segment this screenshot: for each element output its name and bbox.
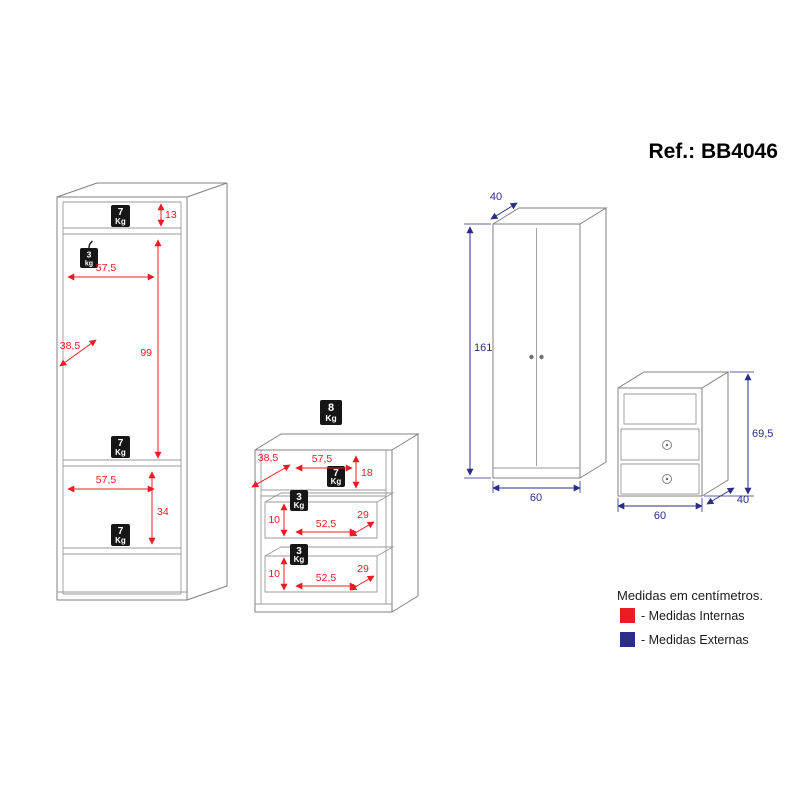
dim-label-bottom-height: 34: [157, 506, 169, 518]
drawer1-knob-dot-icon: [665, 443, 669, 447]
wardrobe-ext-outline: [492, 207, 608, 479]
badge-unit: Kg: [325, 413, 336, 423]
chest-interior-lines: [255, 450, 392, 605]
dim-line-drawer2-depth: [349, 575, 375, 591]
badge-box: [80, 248, 98, 268]
wardrobe-shelves-lines: [57, 201, 187, 595]
badge-value: 3: [87, 250, 92, 260]
weight-badge-mid-shelf: 7 Kg: [111, 436, 130, 458]
badge-box: [320, 400, 342, 425]
dim-label-drawer1-width: 52,5: [316, 518, 337, 530]
external-color-swatch: [620, 632, 635, 647]
wardrobe-ext-extension-lines: [464, 223, 581, 493]
legend-units-note: Medidas em centímetros.: [617, 588, 763, 603]
reference-title: Ref.: BB4046: [648, 140, 778, 163]
badge-value: 3: [296, 546, 302, 557]
badge-unit: Kg: [294, 555, 305, 564]
drawer2-knob-dot-icon: [665, 477, 669, 481]
dim-label-wardrobe-depth: 40: [490, 191, 502, 203]
weight-badge-bottom-shelf: 7 Kg: [111, 524, 130, 546]
dim-label-depth: 38,5: [60, 340, 81, 352]
badge-unit: Kg: [331, 477, 342, 486]
dim-label-nightstand-depth: 40: [737, 494, 749, 506]
chest-body-outline: [254, 433, 420, 613]
door-handle-left-icon: [529, 354, 534, 360]
badge-value: 8: [328, 402, 334, 414]
dim-line-drawer1-depth: [349, 521, 375, 537]
chest-drawer2-box: [264, 546, 395, 593]
badge-box: [290, 490, 308, 511]
dim-label-drawer2-height: 10: [268, 568, 280, 580]
legend-internal-label: - Medidas Internas: [641, 609, 745, 623]
dim-label-drawer1-height: 10: [268, 514, 280, 526]
weight-badge-drawer1: 3 Kg: [290, 490, 308, 511]
dim-label-wardrobe-width: 60: [530, 492, 542, 504]
nightstand-extension-lines: [617, 371, 754, 512]
badge-box: [290, 544, 308, 565]
wardrobe-body-outline: [56, 182, 228, 601]
nightstand-outline: [617, 371, 730, 497]
dim-label-chest-depth: 38,5: [258, 452, 279, 464]
dim-label-top-shelf: 13: [165, 209, 177, 221]
nightstand-details: [620, 393, 700, 495]
wardrobe-external-diagram: 40 161 60: [464, 191, 608, 504]
dim-label-width-upper: 57,5: [96, 262, 117, 274]
badge-box: [111, 436, 130, 458]
dim-label-width-lower: 57,5: [96, 474, 117, 486]
dim-label-nightstand-width: 60: [654, 510, 666, 522]
chest-internal-diagram: 8 Kg 7 Kg 3 Kg 3 Kg 38,5 57,5 18 10 52,5: [251, 400, 420, 613]
badge-value: 7: [333, 468, 339, 479]
badge-value: 7: [118, 207, 124, 218]
weight-badge-chest-top: 8 Kg: [320, 400, 342, 425]
badge-value: 7: [118, 438, 124, 449]
badge-unit: kg: [85, 261, 93, 268]
nightstand-external-diagram: 69,5 60 40: [617, 371, 773, 522]
hanger-hook-icon: [88, 240, 93, 249]
dim-label-chest-width: 57,5: [312, 453, 333, 465]
dim-label-drawer2-depth: 29: [357, 563, 369, 575]
badge-unit: Kg: [294, 501, 305, 510]
dim-line-nightstand-depth: [706, 487, 735, 505]
badge-unit: Kg: [115, 217, 126, 226]
dim-label-hanging-height: 99: [140, 347, 152, 359]
legend-external-label: - Medidas Externas: [641, 633, 749, 647]
dim-line-chest-depth: [251, 464, 291, 488]
weight-badge-top-shelf: 7 Kg: [111, 205, 130, 227]
door-handle-right-icon: [539, 354, 544, 360]
dim-label-drawer1-depth: 29: [357, 509, 369, 521]
badge-unit: Kg: [115, 448, 126, 457]
badge-box: [111, 205, 130, 227]
badge-value: 3: [296, 492, 302, 503]
internal-color-swatch: [620, 608, 635, 623]
weight-badge-chest-niche: 7 Kg: [327, 466, 345, 487]
dim-label-niche-height: 18: [361, 467, 373, 479]
dim-label-wardrobe-height: 161: [474, 342, 492, 354]
badge-box: [111, 524, 130, 546]
dim-line-wardrobe-depth: [490, 202, 518, 220]
dim-line-depth: [59, 339, 97, 367]
wardrobe-ext-doors: [493, 228, 580, 469]
chest-drawer1-box: [264, 492, 395, 539]
dim-label-nightstand-height: 69,5: [752, 428, 773, 440]
badge-value: 7: [118, 526, 124, 537]
hanger-weight-badge: 3 kg: [80, 240, 98, 268]
dim-label-drawer2-width: 52,5: [316, 572, 337, 584]
legend: Medidas em centímetros. - Medidas Intern…: [617, 588, 763, 647]
wardrobe-internal-diagram: 7 Kg 3 kg 7 Kg 7 Kg 13 57,5 38,5 99 57,5: [56, 182, 228, 601]
weight-badge-drawer2: 3 Kg: [290, 544, 308, 565]
badge-unit: Kg: [115, 536, 126, 545]
